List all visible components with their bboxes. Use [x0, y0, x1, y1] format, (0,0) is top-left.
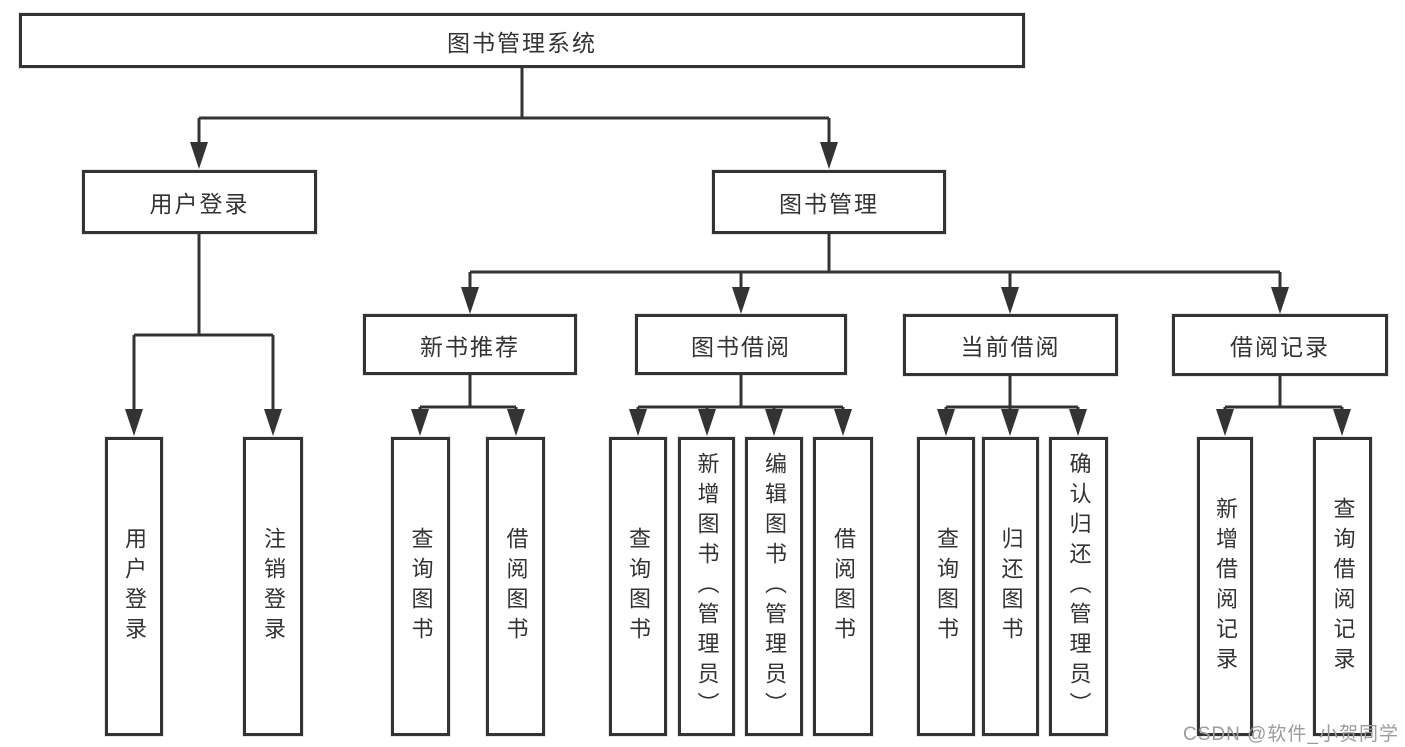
leaf-user-login: 用户登录: [105, 437, 163, 736]
leaf-add-borrow-record: 新增借阅记录: [1197, 437, 1253, 736]
leaf-add-book-admin: 新增图书（管理员）: [678, 437, 735, 736]
leaf-user-login-label: 用户登录: [122, 526, 147, 647]
node-borrow-records-label: 借阅记录: [1230, 334, 1330, 360]
node-current-borrow-label: 当前借阅: [960, 334, 1061, 360]
node-new-book-recommend: 新书推荐: [363, 314, 577, 375]
node-book-management-label: 图书管理: [779, 191, 879, 217]
leaf-add-book-admin-label: 新增图书（管理员）: [694, 451, 720, 722]
node-root-label: 图书管理系统: [447, 29, 597, 56]
leaf-recommend-borrow-book-label: 借阅图书: [503, 526, 529, 647]
leaf-recommend-borrow-book: 借阅图书: [486, 437, 545, 736]
node-borrow-records: 借阅记录: [1172, 314, 1388, 376]
leaf-confirm-return-admin-label: 确认归还（管理员）: [1066, 451, 1092, 722]
leaf-borrow-query-book: 查询图书: [609, 437, 667, 736]
node-user-login-label: 用户登录: [149, 191, 250, 217]
node-new-book-recommend-label: 新书推荐: [420, 333, 520, 360]
leaf-query-borrow-record-label: 查询借阅记录: [1330, 496, 1356, 677]
leaf-edit-book-admin-label: 编辑图书（管理员）: [762, 451, 787, 722]
arrowheads: [125, 142, 1351, 436]
leaf-current-query-book-label: 查询图书: [934, 526, 959, 647]
node-root: 图书管理系统: [19, 13, 1025, 68]
node-book-management: 图书管理: [712, 170, 946, 234]
leaf-current-query-book: 查询图书: [917, 437, 975, 736]
leaf-logout: 注销登录: [243, 437, 303, 736]
leaf-add-borrow-record-label: 新增借阅记录: [1213, 496, 1238, 677]
leaf-confirm-return-admin: 确认归还（管理员）: [1049, 437, 1108, 736]
leaf-return-book-label: 归还图书: [998, 526, 1024, 647]
leaf-query-borrow-record: 查询借阅记录: [1313, 437, 1372, 736]
node-user-login: 用户登录: [82, 170, 317, 234]
leaf-borrow-book-label: 借阅图书: [831, 526, 856, 647]
node-book-borrow: 图书借阅: [635, 314, 847, 375]
leaf-recommend-query-book-label: 查询图书: [408, 526, 434, 647]
connector-shafts: [132, 66, 1344, 431]
node-current-borrow: 当前借阅: [903, 314, 1118, 376]
csdn-watermark: CSDN @软件_小贺同学: [1183, 724, 1399, 745]
leaf-borrow-book: 借阅图书: [813, 437, 873, 736]
node-book-borrow-label: 图书借阅: [691, 333, 791, 360]
leaf-recommend-query-book: 查询图书: [391, 437, 450, 736]
leaf-logout-label: 注销登录: [261, 526, 286, 647]
leaf-edit-book-admin: 编辑图书（管理员）: [745, 437, 803, 736]
leaf-return-book: 归还图书: [982, 437, 1039, 736]
leaf-borrow-query-book-label: 查询图书: [626, 526, 651, 647]
